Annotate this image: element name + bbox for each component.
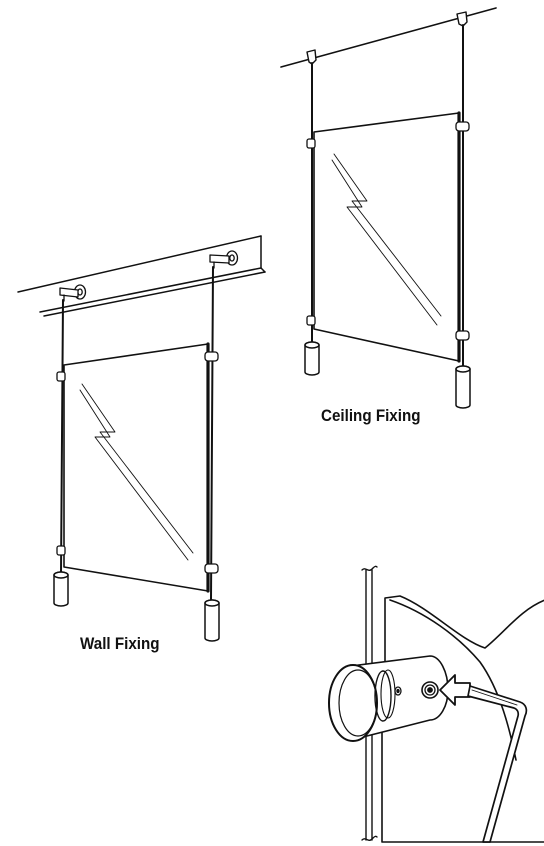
wall-wire-right (210, 266, 214, 601)
wall-ledge (17, 235, 266, 317)
ceiling-reflection-line (331, 159, 438, 326)
wall-bracket-left (59, 284, 87, 302)
wall-weight-right (204, 599, 220, 642)
wall-clip-right-bottom (204, 563, 219, 574)
ceiling-clip-left-top (306, 138, 316, 149)
wall-reflection-line (79, 389, 189, 561)
hex-key-icon (467, 685, 528, 843)
ceiling-fixing-label: Ceiling Fixing (321, 407, 421, 425)
ceiling-clip-left-bottom (306, 315, 316, 326)
wall-weight-left (53, 571, 69, 607)
wall-glass-panel (63, 343, 209, 592)
ceiling-clip-right-bottom (455, 330, 470, 341)
wall-bracket-right (209, 250, 239, 269)
wall-clip-left-bottom (56, 545, 66, 556)
wall-clip-right-top (204, 351, 219, 362)
wall-wire-left (60, 299, 64, 575)
detail-small-screw (394, 686, 402, 696)
ceiling-clip-right-top (455, 121, 470, 132)
ceiling-clamp-left (306, 49, 317, 65)
ceiling-reflection-line (333, 153, 442, 317)
ceiling-clamp-right (456, 11, 468, 27)
wall-clip-left-top (56, 371, 66, 382)
wall-fixing-assembly (17, 235, 266, 642)
wall-reflection-line (81, 383, 194, 554)
clamp-detail (328, 565, 544, 843)
ceiling-weight-left (304, 341, 320, 376)
ceiling-weight-right (455, 365, 471, 409)
ceiling-glass-panel (313, 112, 460, 362)
ceiling-fixing-assembly (280, 7, 497, 409)
wall-fixing-label: Wall Fixing (80, 635, 160, 653)
